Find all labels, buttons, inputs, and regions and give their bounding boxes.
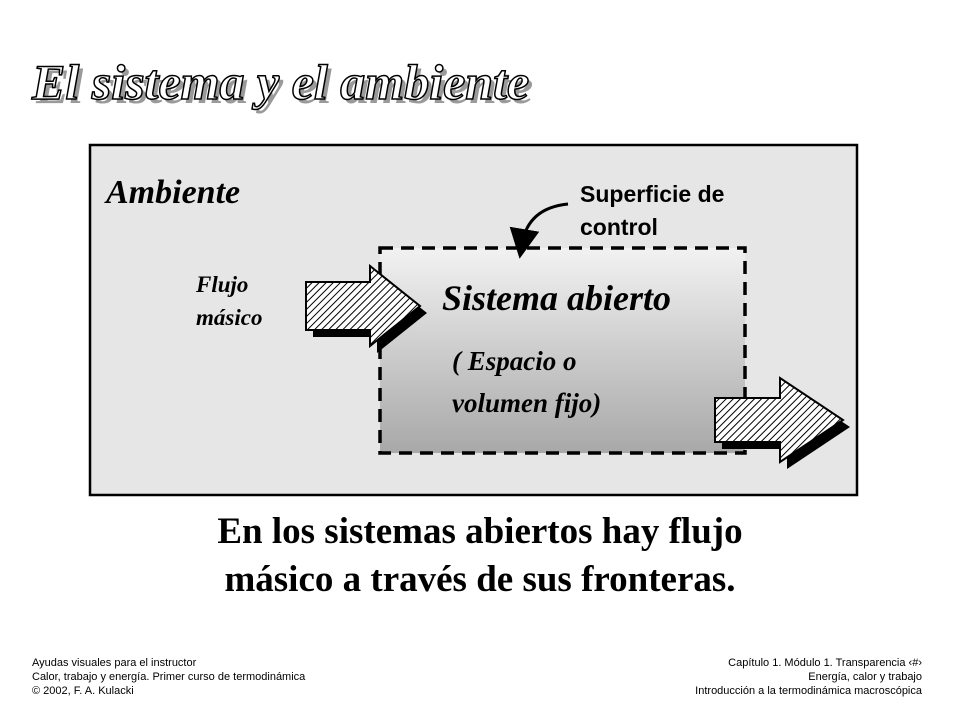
mass-flow-label: Flujo másico: [196, 272, 263, 330]
caption-line-2: másico a través de sus fronteras.: [224, 559, 736, 600]
control-surface-pointer-icon: [509, 202, 569, 259]
footer-right: Capítulo 1. Módulo 1. Transparencia ‹#› …: [695, 657, 922, 697]
caption: En los sistemas abiertos hay flujo másic…: [0, 508, 960, 604]
open-system-label: Sistema abierto: [442, 278, 672, 318]
slide-title: El sistema y el ambiente: [31, 53, 530, 111]
ambiente-label: Ambiente: [106, 174, 241, 211]
caption-line-1: En los sistemas abiertos hay flujo: [217, 511, 743, 552]
mass-outflow-arrow-icon: [714, 376, 850, 469]
control-surface-label: Superficie de control: [580, 181, 725, 240]
mass-inflow-arrow-icon: [305, 263, 427, 353]
system-diagram: [88, 143, 859, 497]
footer-left: Ayudas visuales para el instructor Calor…: [32, 657, 306, 697]
open-system-region: [380, 248, 745, 453]
open-system-sublabel: ( Espacio o volumen fijo): [452, 346, 602, 418]
